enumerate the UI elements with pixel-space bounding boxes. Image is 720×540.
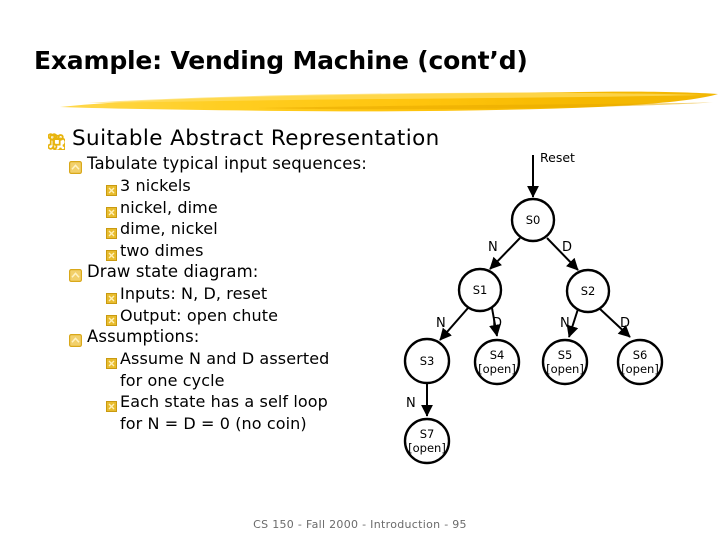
- outline-level3-item: Output: open chute: [106, 305, 468, 327]
- caret-box-bullet-icon: [69, 331, 83, 348]
- edge-s1-s4: [489, 307, 501, 337]
- state-node-s3[interactable]: S3: [403, 337, 451, 385]
- outline-level3-label: two dimes: [120, 240, 204, 260]
- edge-label-s2-s6: D: [620, 316, 630, 331]
- outline-level3-label: Inputs: N, D, reset: [120, 284, 268, 303]
- state-label-s2: S2: [581, 284, 596, 298]
- outline-level3-item: two dimes: [106, 240, 468, 262]
- x-box-bullet-icon: [106, 202, 117, 218]
- edge-label-s1-s4: D: [492, 316, 502, 331]
- edge-label-s0-s1: N: [488, 240, 498, 255]
- outline-body: Suitable Abstract Representation Tabulat…: [47, 126, 468, 434]
- x-box-bullet-icon: [106, 288, 117, 304]
- state-label-s4: S4: [490, 348, 505, 362]
- outline-level3-item: Each state has a self loop for N = D = 0…: [106, 391, 468, 434]
- x-box-bullet-icon: [106, 180, 117, 196]
- x-box-bullet-icon: [106, 310, 117, 326]
- state-label-s6: S6: [633, 348, 648, 362]
- outline-level3-item: nickel, dime: [106, 197, 468, 219]
- state-label-s5: S5: [558, 348, 573, 362]
- outline-level2-item: Draw state diagram:: [69, 261, 468, 283]
- state-label-s7: S7: [420, 427, 435, 441]
- edge-s0-s1: [489, 237, 521, 270]
- outline-level2-item: Tabulate typical input sequences:: [69, 153, 468, 175]
- state-diagram: Reset N D N D N D N S0: [380, 140, 720, 480]
- state-node-s6[interactable]: S6 [open]: [616, 338, 664, 386]
- edge-label-s0-s2: D: [562, 240, 572, 255]
- state-label-s3: S3: [420, 354, 435, 368]
- state-label-s0: S0: [526, 213, 541, 227]
- edge-label-s1-s3: N: [436, 316, 446, 331]
- page-title: Example: Vending Machine (cont’d): [34, 46, 528, 75]
- outline-level3-label: Output: open chute: [120, 305, 279, 325]
- edge-label-reset: Reset: [540, 150, 575, 165]
- outline-level3-item: dime, nickel: [106, 218, 468, 240]
- outline-level2-label: Draw state diagram:: [87, 262, 259, 281]
- state-output-s4: [open]: [478, 362, 516, 376]
- state-label-s1: S1: [473, 283, 488, 297]
- x-box-bullet-icon: [106, 396, 117, 412]
- place-of-interest-bullet-icon: [47, 131, 67, 152]
- edge-s0-s2: [546, 237, 579, 271]
- slide-footer: CS 150 - Fall 2000 - Introduction - 95: [253, 518, 467, 531]
- outline-level3-label: Each state has a self loop for N = D = 0…: [120, 392, 328, 433]
- outline-level3-label: dime, nickel: [120, 219, 218, 238]
- caret-box-bullet-icon: [69, 266, 83, 283]
- state-node-s5[interactable]: S5 [open]: [541, 338, 589, 386]
- edge-s2-s5: [566, 308, 579, 338]
- outline-level2-label: Tabulate typical input sequences:: [87, 154, 367, 173]
- state-output-s7: [open]: [408, 441, 446, 455]
- state-node-s1[interactable]: S1: [457, 267, 503, 313]
- state-output-s6: [open]: [621, 362, 659, 376]
- state-node-s4[interactable]: S4 [open]: [473, 338, 521, 386]
- edge-label-s2-s5: N: [560, 316, 570, 331]
- outline-level2-item: Assumptions:: [69, 326, 468, 348]
- edge-s1-s3: [439, 307, 469, 341]
- outline-level3-item: Inputs: N, D, reset: [106, 283, 468, 305]
- outline-level3-item: Assume N and D asserted for one cycle: [106, 348, 468, 391]
- outline-level3-item: 3 nickels: [106, 175, 468, 197]
- edge-s2-s6: [599, 308, 631, 338]
- state-node-s2[interactable]: S2: [565, 268, 611, 314]
- x-box-bullet-icon: [106, 353, 117, 369]
- caret-box-bullet-icon: [69, 158, 83, 175]
- outline-level3-label: 3 nickels: [120, 176, 191, 195]
- outline-level1-item: Suitable Abstract Representation: [47, 126, 468, 152]
- outline-level3-label: nickel, dime: [120, 197, 218, 217]
- state-node-s7[interactable]: S7 [open]: [403, 417, 451, 465]
- state-node-s0[interactable]: S0: [510, 197, 556, 243]
- outline-level2-label: Assumptions:: [87, 327, 200, 346]
- state-output-s5: [open]: [546, 362, 584, 376]
- edge-label-s3-s7: N: [406, 396, 416, 411]
- x-box-bullet-icon: [106, 245, 117, 261]
- x-box-bullet-icon: [106, 223, 117, 239]
- outline-level3-label: Assume N and D asserted for one cycle: [120, 349, 330, 390]
- swoosh-divider: [58, 84, 720, 118]
- outline-level1-label: Suitable Abstract Representation: [72, 126, 440, 151]
